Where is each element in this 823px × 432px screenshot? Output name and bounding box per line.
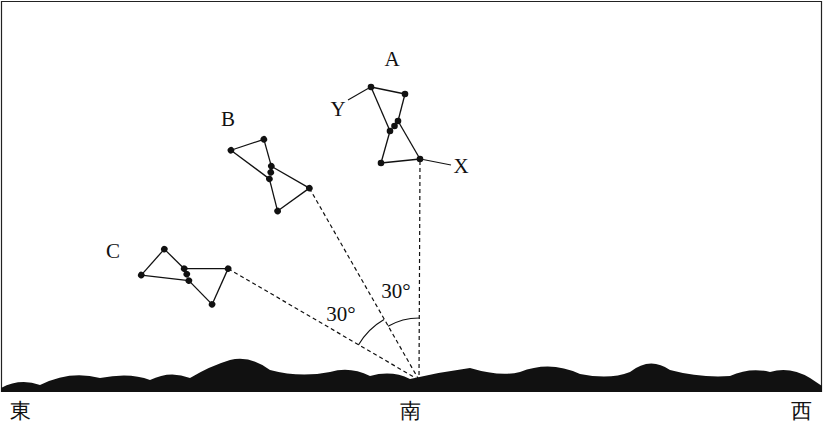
angle-label: 30° [380, 280, 411, 303]
mountain-silhouette [1, 359, 822, 392]
sight-lines [229, 161, 420, 380]
star-label: Y [329, 98, 346, 121]
constellation-label: B [220, 108, 236, 131]
constellation-a [368, 84, 424, 167]
direction-label: 南 [399, 400, 422, 423]
constellation-label: A [383, 48, 400, 71]
star-label: X [452, 155, 469, 178]
leader-lines [348, 89, 451, 166]
direction-label: 西 [790, 400, 813, 423]
constellation-label: C [105, 240, 121, 263]
angle-arcs [358, 318, 419, 345]
angle-label: 30° [325, 303, 356, 326]
constellation-b [226, 121, 315, 220]
frame [2, 2, 822, 393]
direction-label: 東 [9, 400, 32, 423]
constellation-c [137, 228, 236, 317]
